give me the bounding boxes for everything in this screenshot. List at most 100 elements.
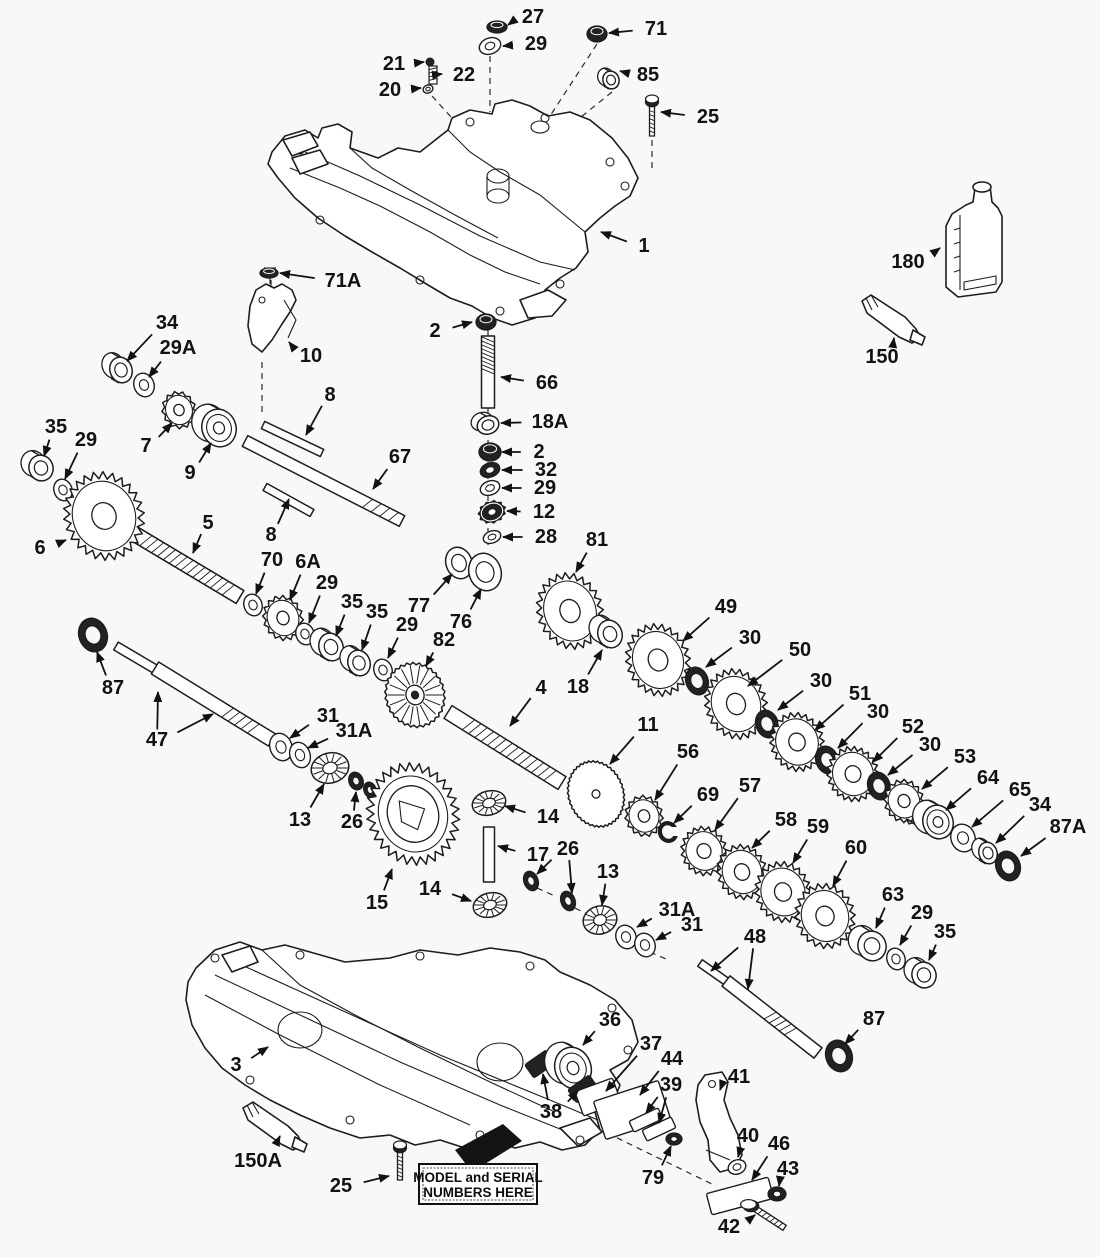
part-number-34: 34	[1029, 794, 1052, 816]
part-number-50: 50	[789, 639, 811, 661]
static-artwork: MODEL and SERIAL NUMBERS HERE	[185, 43, 1003, 1205]
callout-65: 65	[971, 779, 1031, 828]
part-number-18A: 18A	[532, 411, 569, 433]
part-number-26: 26	[557, 838, 579, 860]
part-number-7: 7	[140, 435, 151, 457]
model-serial-pointer	[455, 1124, 522, 1172]
part-number-25: 25	[697, 106, 719, 128]
part-number-150A: 150A	[234, 1150, 282, 1172]
callout-7: 7	[140, 422, 173, 457]
part-number-31A: 31A	[336, 720, 373, 742]
callout-85: 85	[619, 64, 659, 86]
callout-30: 30	[777, 670, 832, 711]
gear-57	[680, 825, 728, 877]
part-number-6: 6	[34, 537, 45, 559]
gear-49	[624, 622, 692, 698]
washer-29-t2	[373, 658, 393, 682]
washer-65	[950, 823, 976, 853]
ring-gear-15	[365, 761, 461, 867]
callout-34: 34	[126, 312, 179, 362]
callout-66: 66	[500, 372, 558, 394]
part-number-26: 26	[341, 811, 363, 833]
pulley-9	[191, 403, 237, 448]
bushing-34-right	[971, 837, 999, 865]
part-number-32: 32	[535, 459, 557, 481]
part-number-12: 12	[533, 501, 555, 523]
bushing-18	[588, 614, 624, 649]
callout-40: 40	[736, 1125, 759, 1158]
callout-49: 49	[682, 596, 737, 642]
part-number-42: 42	[718, 1216, 740, 1238]
part-number-29: 29	[525, 33, 547, 55]
part-number-57: 57	[739, 775, 761, 797]
callout-27: 27	[507, 6, 544, 28]
washer-28	[482, 529, 502, 545]
part-number-71A: 71A	[325, 270, 362, 292]
callout-82: 82	[425, 629, 455, 667]
model-serial-box: MODEL and SERIAL NUMBERS HERE	[413, 1163, 543, 1205]
washer-32	[479, 461, 501, 479]
callout-42: 42	[718, 1214, 756, 1238]
callout-35: 35	[42, 416, 67, 457]
callout-29: 29	[502, 33, 547, 55]
part-number-30: 30	[867, 701, 889, 723]
bushing-18A	[470, 411, 500, 436]
callout-87: 87	[844, 1008, 885, 1045]
washer-40	[727, 1159, 747, 1175]
callout-37: 37	[605, 1033, 662, 1092]
callout-50: 50	[747, 639, 811, 687]
part-number-180: 180	[891, 251, 924, 273]
callout-56: 56	[654, 741, 699, 801]
part-number-29: 29	[911, 902, 933, 924]
part-number-8: 8	[265, 524, 276, 546]
part-number-38: 38	[540, 1101, 562, 1123]
ring-30d	[866, 771, 892, 801]
model-serial-line2: NUMBERS HERE	[423, 1185, 533, 1200]
part-number-85: 85	[637, 64, 659, 86]
washer-31A	[288, 741, 312, 769]
part-number-87A: 87A	[1050, 816, 1087, 838]
shaft-5	[128, 525, 245, 605]
callout-48: 48	[710, 926, 766, 990]
shift-bracket-10	[247, 267, 297, 353]
callout-59: 59	[792, 816, 829, 864]
part-number-34: 34	[156, 312, 179, 334]
callout-3: 3	[230, 1046, 269, 1076]
washer-31	[268, 732, 294, 762]
callout-31A: 31A	[307, 720, 373, 749]
part-number-39: 39	[660, 1074, 682, 1096]
callout-4: 4	[509, 677, 547, 727]
spring-22	[428, 65, 438, 85]
part-number-41: 41	[728, 1066, 750, 1088]
gear-51	[769, 711, 825, 773]
bracket-46	[705, 1176, 775, 1216]
part-number-64: 64	[977, 767, 1000, 789]
part-number-15: 15	[366, 892, 388, 914]
gear-58	[715, 843, 769, 901]
ring-76	[467, 552, 503, 592]
part-number-51: 51	[849, 683, 871, 705]
part-number-31: 31	[317, 705, 339, 727]
callout-12: 12	[506, 501, 555, 523]
part-number-13: 13	[289, 809, 311, 831]
pin-39b	[641, 1116, 677, 1142]
callout-8: 8	[305, 384, 336, 436]
callout-46: 46	[751, 1133, 790, 1181]
callout-71: 71	[608, 18, 667, 40]
pin-17	[482, 826, 496, 883]
callout-18A: 18A	[500, 411, 569, 433]
callout-25: 25	[660, 106, 719, 128]
part-number-4: 4	[535, 677, 547, 699]
part-number-60: 60	[845, 837, 867, 859]
clip-69	[657, 821, 681, 843]
gear-6	[62, 470, 146, 562]
callout-18: 18	[567, 649, 603, 698]
callout-31A: 31A	[636, 899, 695, 928]
bushing-35-left	[20, 449, 54, 482]
callout-2: 2	[429, 320, 473, 342]
part-number-65: 65	[1009, 779, 1031, 801]
part-number-36: 36	[599, 1009, 621, 1031]
callout-58: 58	[751, 809, 797, 849]
